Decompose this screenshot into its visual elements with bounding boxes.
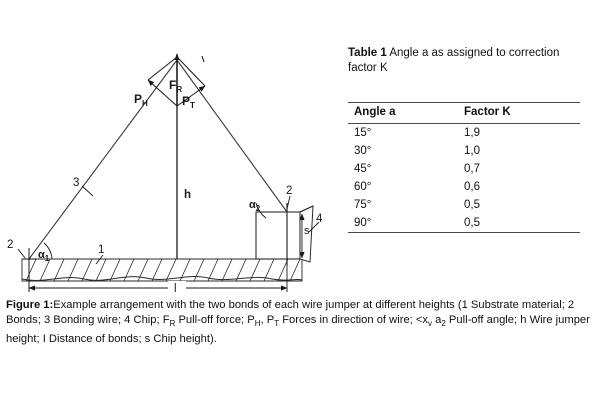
table-row: 30° 1,0 bbox=[348, 142, 580, 160]
cell-factor: 0,7 bbox=[464, 163, 480, 175]
table-title-text: Angle a as assigned to correction factor… bbox=[348, 47, 560, 74]
table-row: 45° 0,7 bbox=[348, 160, 580, 178]
cell-angle: 15° bbox=[354, 127, 372, 139]
cell-factor: 1,0 bbox=[464, 145, 480, 157]
table-row: 60° 0,6 bbox=[348, 178, 580, 196]
table-header-row: Angle a Factor K bbox=[348, 102, 580, 124]
force-vector-diamond bbox=[147, 53, 206, 107]
table-row: 15° 1,9 bbox=[348, 124, 580, 143]
caption-sub1: R bbox=[169, 319, 176, 329]
caption-sub2: H bbox=[254, 319, 261, 329]
cell-factor: 0,5 bbox=[458, 214, 580, 233]
table-title: Table 1 Angle a as assigned to correctio… bbox=[348, 46, 576, 76]
caption-sub4: v bbox=[428, 319, 433, 329]
callout-wire bbox=[81, 185, 94, 197]
label-force-horizontal: PH bbox=[134, 92, 148, 108]
caption-part1: Example arrangement with the two bonds o… bbox=[6, 299, 575, 327]
caption-part3: , P bbox=[260, 314, 275, 327]
cell-angle: 60° bbox=[354, 181, 372, 193]
substrate-material bbox=[21, 258, 303, 282]
label-callout-wire: 3 bbox=[73, 177, 79, 189]
table-row: 75° 0,5 bbox=[348, 196, 580, 214]
cell-factor: 1,9 bbox=[464, 127, 480, 139]
callout-substrate bbox=[95, 254, 104, 265]
label-callout-bond-left: 2 bbox=[7, 239, 13, 251]
cell-angle: 45° bbox=[354, 163, 372, 175]
caption-prefix: Figure 1: bbox=[6, 299, 54, 311]
label-force-resultant: FR bbox=[169, 78, 182, 94]
callout-bond-left bbox=[17, 248, 26, 259]
table-row: 90°0,5 bbox=[348, 214, 580, 233]
column-header-factor: Factor K bbox=[458, 102, 580, 124]
table-title-prefix: Table 1 bbox=[348, 47, 387, 59]
label-callout-bond-right: 2 bbox=[286, 185, 292, 197]
caption-sub5: 2 bbox=[441, 319, 446, 329]
bond-right bbox=[255, 202, 296, 266]
cell-factor: 0,6 bbox=[464, 181, 480, 193]
correction-factor-table-block: Table 1 Angle a as assigned to correctio… bbox=[348, 46, 592, 233]
column-header-angle: Angle a bbox=[348, 102, 458, 124]
label-bond-distance-l: l bbox=[174, 283, 177, 295]
label-chip-height-s: s bbox=[304, 225, 310, 237]
caption-part5: a bbox=[432, 314, 442, 327]
caption-part6: Pull-off angle; h Wire jumper height; I … bbox=[6, 314, 590, 345]
table-head: Angle a Factor K bbox=[348, 102, 580, 124]
label-height-h: h bbox=[184, 189, 191, 201]
bond-left bbox=[23, 242, 53, 292]
callout-chip bbox=[308, 221, 320, 233]
cell-angle: 75° bbox=[354, 199, 372, 211]
caption-part4: Forces in direction of wire; <x bbox=[279, 314, 429, 327]
diagram-svg: FR PH PT h α1 2 bbox=[7, 53, 323, 295]
wire-bond-diagram: FR PH PT h α1 2 bbox=[0, 0, 340, 295]
label-force-tension: PT bbox=[182, 94, 195, 110]
callout-bond-right bbox=[286, 195, 291, 210]
cell-factor: 0,5 bbox=[464, 199, 480, 211]
dimension-bond-distance bbox=[28, 266, 288, 294]
cell-angle: 90° bbox=[348, 214, 458, 233]
figure-caption: Figure 1:Example arrangement with the tw… bbox=[6, 298, 594, 347]
label-callout-chip: 4 bbox=[316, 213, 323, 225]
correction-factor-table: Angle a Factor K 15° 1,9 30° 1,0 45° 0,7 60° 0,… bbox=[348, 102, 580, 233]
bonding-wire bbox=[28, 59, 288, 260]
cell-angle: 30° bbox=[354, 145, 372, 157]
label-callout-substrate: 1 bbox=[98, 244, 104, 256]
label-alpha1: α1 bbox=[38, 249, 50, 263]
caption-part2: Pull-off force; P bbox=[175, 314, 255, 327]
caption-sub3: T bbox=[274, 319, 280, 329]
label-alpha2: α2 bbox=[249, 199, 261, 213]
